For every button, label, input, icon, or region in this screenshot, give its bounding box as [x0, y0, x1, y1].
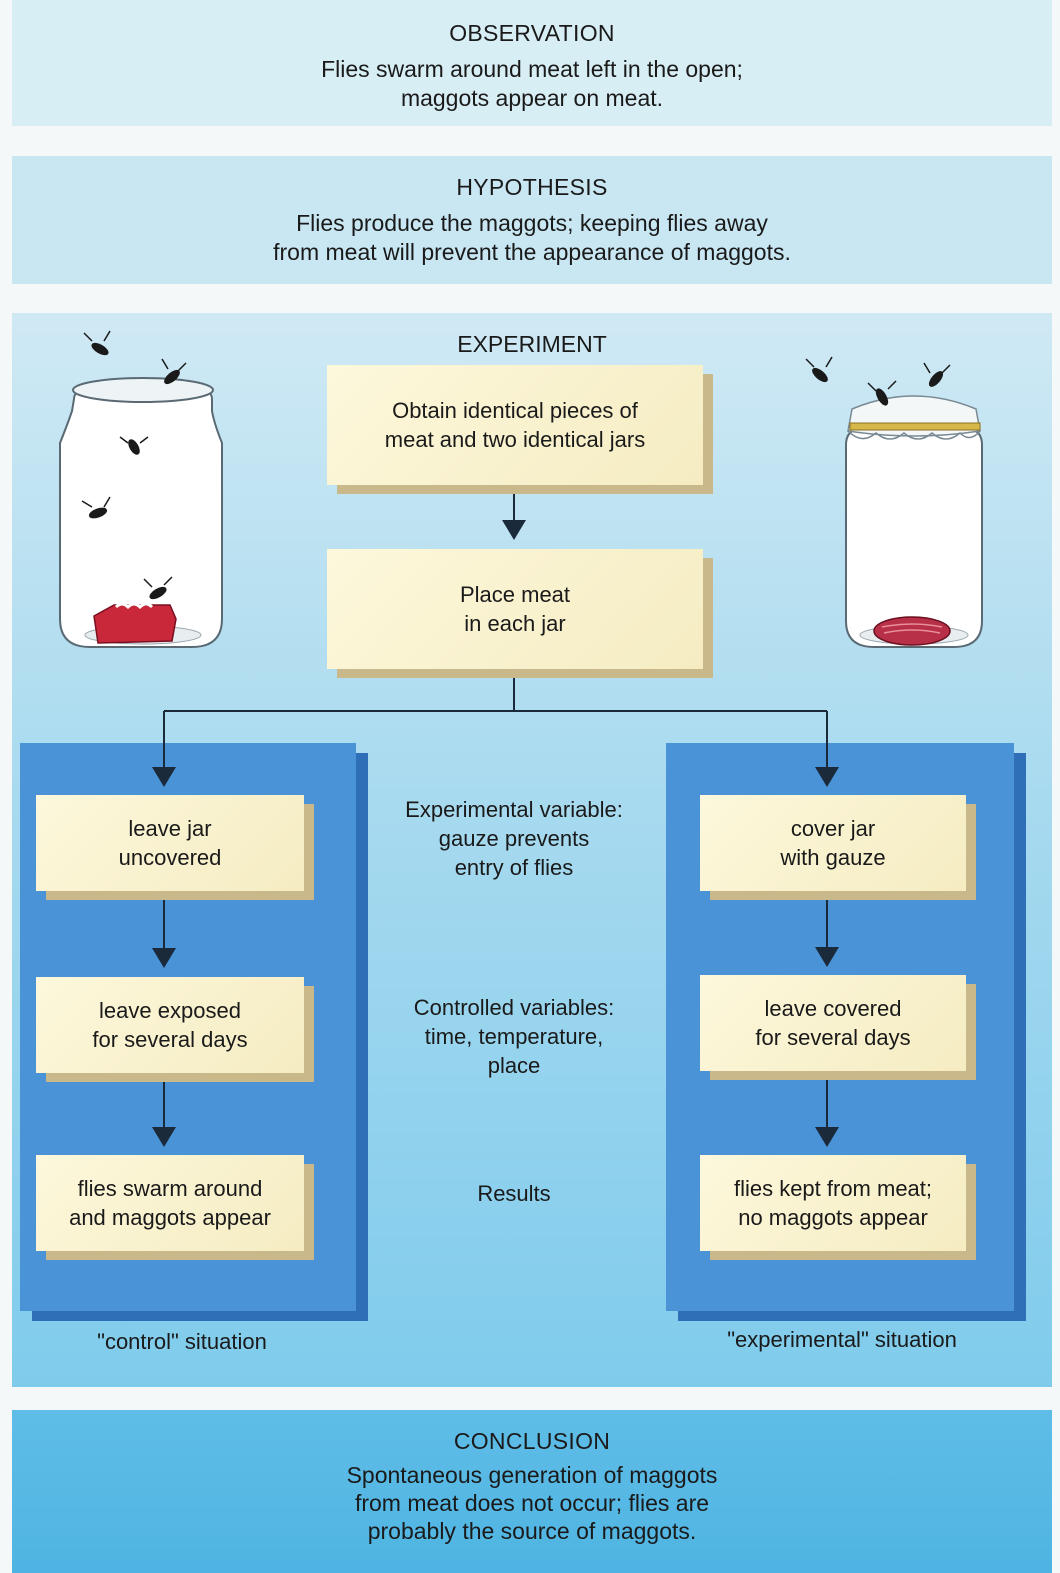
covered-jar-icon [845, 395, 983, 648]
label-line: place [487, 1053, 541, 1078]
experimental-box-covered: leave covered for several days [700, 975, 966, 1071]
step-obtain-line: Obtain identical pieces of [392, 398, 638, 423]
fly-icon [805, 356, 833, 383]
box-line: and maggots appear [69, 1205, 271, 1230]
hypothesis-text: Flies produce the maggots; keeping flies… [12, 209, 1052, 267]
control-situation-caption: "control" situation [97, 1329, 267, 1354]
hypothesis-line: Flies produce the maggots; keeping flies… [296, 210, 768, 236]
box-line: leave covered [764, 996, 902, 1021]
hypothesis-line: from meat will prevent the appearance of… [273, 239, 791, 265]
box-line: cover jar [790, 816, 876, 841]
box-line: with gauze [780, 845, 886, 870]
flow-connectors [59, 330, 983, 1147]
conclusion-text: Spontaneous generation of maggots from m… [12, 1461, 1052, 1545]
step-place-line: Place meat [459, 582, 571, 607]
control-box-exposed: leave exposed for several days [36, 977, 304, 1073]
conclusion-line: probably the source of maggots. [367, 1518, 697, 1544]
fly-icon [119, 436, 149, 455]
fly-icon [81, 496, 111, 519]
box-line: no maggots appear [738, 1205, 928, 1230]
experimental-situation-caption: "experimental" situation [727, 1327, 957, 1352]
step-place-line: in each jar [464, 611, 566, 636]
fly-icon [867, 380, 897, 406]
fly-icon [143, 576, 173, 600]
box-line: for several days [755, 1025, 911, 1050]
conclusion-section: CONCLUSION Spontaneous generation of mag… [12, 1410, 1052, 1573]
box-line: flies kept from meat; [733, 1176, 933, 1201]
observation-line: maggots appear on meat. [400, 85, 664, 111]
observation-line: Flies swarm around meat left in the open… [321, 56, 743, 82]
box-line: for several days [92, 1027, 248, 1052]
box-line: flies swarm around [77, 1176, 263, 1201]
label-line: entry of flies [454, 855, 574, 880]
experiment-title: EXPERIMENT [457, 331, 607, 357]
experimental-variable-label: Experimental variable: gauze prevents en… [354, 795, 674, 882]
experiment-section: EXPERIMENT [12, 313, 1052, 1387]
step-obtain-box: Obtain identical pieces of meat and two … [327, 365, 703, 485]
hypothesis-section: HYPOTHESIS Flies produce the maggots; ke… [12, 156, 1052, 284]
fly-icon [161, 358, 187, 385]
observation-section: OBSERVATION Flies swarm around meat left… [12, 0, 1052, 126]
fly-icon [923, 362, 951, 387]
conclusion-title: CONCLUSION [453, 1428, 611, 1454]
conclusion-line: from meat does not occur; flies are [354, 1490, 710, 1516]
results-label: Results [477, 1181, 551, 1206]
control-box-uncovered: leave jar uncovered [36, 795, 304, 891]
hypothesis-title: HYPOTHESIS [456, 174, 608, 200]
experimental-box-gauze: cover jar with gauze [700, 795, 966, 891]
conclusion-line: Spontaneous generation of maggots [346, 1462, 718, 1488]
label-line: time, temperature, [424, 1024, 604, 1049]
box-line: leave exposed [99, 998, 241, 1023]
open-jar-icon [59, 377, 223, 648]
box-line: leave jar [128, 816, 212, 841]
box-line: uncovered [118, 845, 222, 870]
step-place-box: Place meat in each jar [327, 549, 703, 669]
experimental-box-result: flies kept from meat; no maggots appear [700, 1155, 966, 1251]
observation-title: OBSERVATION [449, 20, 615, 46]
label-line: gauze prevents [438, 826, 590, 851]
step-obtain-line: meat and two identical jars [384, 427, 646, 452]
label-line: Experimental variable: [405, 797, 623, 822]
fly-icon [83, 330, 111, 356]
label-line: Controlled variables: [413, 995, 615, 1020]
control-box-result: flies swarm around and maggots appear [36, 1155, 304, 1251]
controlled-variables-label: Controlled variables: time, temperature,… [354, 993, 674, 1080]
observation-text: Flies swarm around meat left in the open… [12, 55, 1052, 113]
